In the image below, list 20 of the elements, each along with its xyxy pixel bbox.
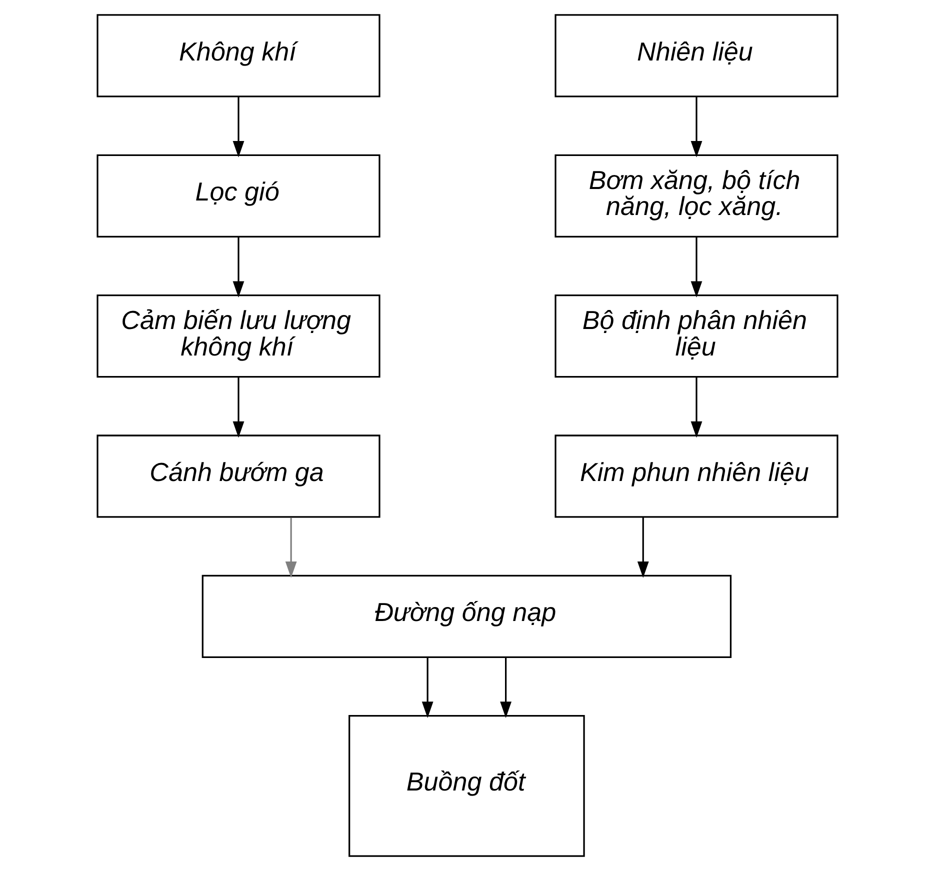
arrow — [637, 518, 649, 578]
node-box: Nhiên liệu — [554, 14, 838, 98]
arrow — [232, 97, 244, 158]
node-box: Kim phun nhiên liệu — [554, 434, 838, 518]
node-box: Lọc gió — [96, 154, 380, 238]
arrow — [500, 657, 512, 718]
node-box: Đường ống nạp — [202, 574, 732, 658]
node-box: Cánh bướm ga — [96, 434, 380, 518]
node-box: Buồng đốt — [348, 715, 585, 857]
arrow — [422, 657, 434, 718]
node-box: Bộ định phân nhiên liệu — [554, 294, 838, 378]
arrow — [690, 377, 702, 438]
arrow — [690, 97, 702, 158]
arrow — [232, 377, 244, 438]
node-box: Bơm xăng, bộ tích năng, lọc xăng. — [554, 154, 838, 238]
node-box: Cảm biến lưu lượng không khí — [96, 294, 380, 378]
arrow — [232, 237, 244, 298]
arrow — [285, 518, 297, 578]
node-box: Không khí — [96, 14, 380, 98]
arrow — [690, 237, 702, 298]
